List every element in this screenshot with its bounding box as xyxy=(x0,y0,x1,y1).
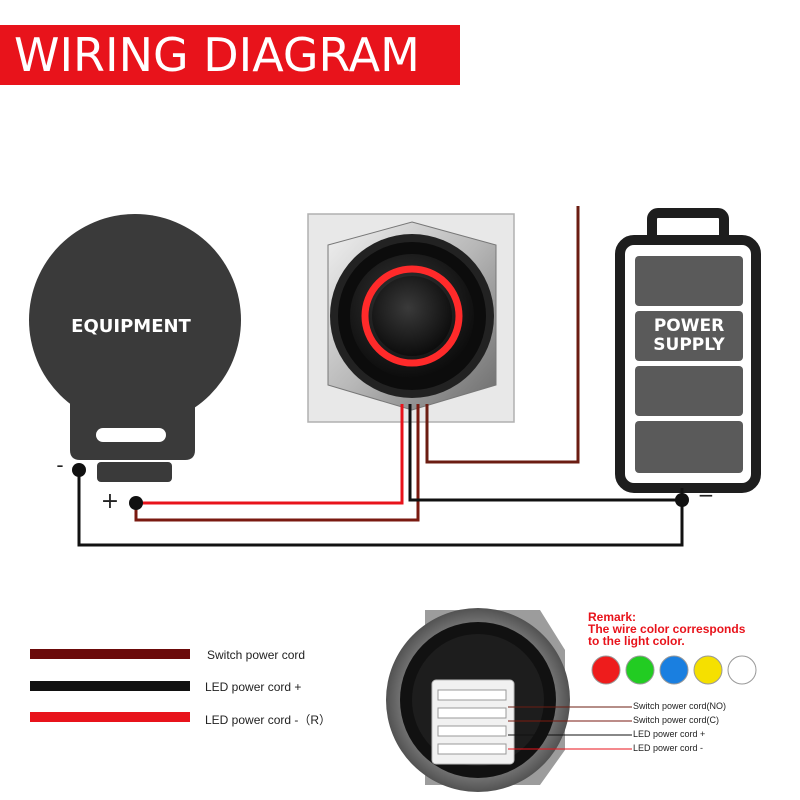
legend-bar-led-minus xyxy=(30,712,190,722)
equipment-bulb: EQUIPMENT - + xyxy=(29,214,241,514)
switch-wire-no xyxy=(425,206,580,464)
light-color-swatch xyxy=(659,655,689,685)
light-color-swatch xyxy=(591,655,621,685)
switch-panel xyxy=(307,213,515,423)
led-plus-wire xyxy=(408,404,682,502)
power-supply-battery: POWER SUPPLY − xyxy=(615,208,761,507)
legend-bar-switch xyxy=(30,649,190,659)
supply-minus-terminal xyxy=(675,493,689,507)
remark-heading: Remark: xyxy=(588,610,637,624)
pin-label-led-minus: LED power cord - xyxy=(633,743,704,753)
equipment-label: EQUIPMENT xyxy=(71,316,191,337)
legend-label-led-plus: LED power cord + xyxy=(205,680,302,694)
light-color-swatch xyxy=(727,655,757,685)
equipment-minus-label: - xyxy=(56,453,63,477)
legend-bars xyxy=(30,649,190,722)
switch-wire-c xyxy=(134,404,420,522)
light-color-swatch xyxy=(693,655,723,685)
led-minus-wire xyxy=(136,404,404,505)
equipment-minus-terminal xyxy=(72,463,86,477)
equipment-plus-label: + xyxy=(101,489,119,514)
legend-label-switch: Switch power cord xyxy=(207,648,306,662)
pin-label-led-plus: LED power cord + xyxy=(633,729,706,739)
light-color-swatches xyxy=(591,655,757,685)
switch-back-view xyxy=(386,608,632,792)
legend-bar-led-plus xyxy=(30,681,190,691)
supply-minus-label: − xyxy=(698,483,715,507)
wires xyxy=(77,206,684,547)
power-supply-label-line2: SUPPLY xyxy=(653,335,725,355)
title-banner: WIRING DIAGRAM xyxy=(0,25,460,85)
remark-line1: The wire color corresponds xyxy=(588,622,746,636)
equipment-plus-terminal xyxy=(129,496,143,510)
pin-label-switch-c: Switch power cord(C) xyxy=(633,715,720,725)
page-title: WIRING DIAGRAM xyxy=(14,28,420,82)
power-supply-label-line1: POWER xyxy=(654,316,724,336)
pin-label-switch-no: Switch power cord(NO) xyxy=(633,701,727,711)
light-color-swatch xyxy=(625,655,655,685)
remark-note: Remark: The wire color corresponds to th… xyxy=(588,611,745,647)
ground-wire xyxy=(77,470,684,547)
legend-label-led-minus: LED power cord -（R） xyxy=(205,713,332,727)
remark-line2: to the light color. xyxy=(588,634,685,648)
